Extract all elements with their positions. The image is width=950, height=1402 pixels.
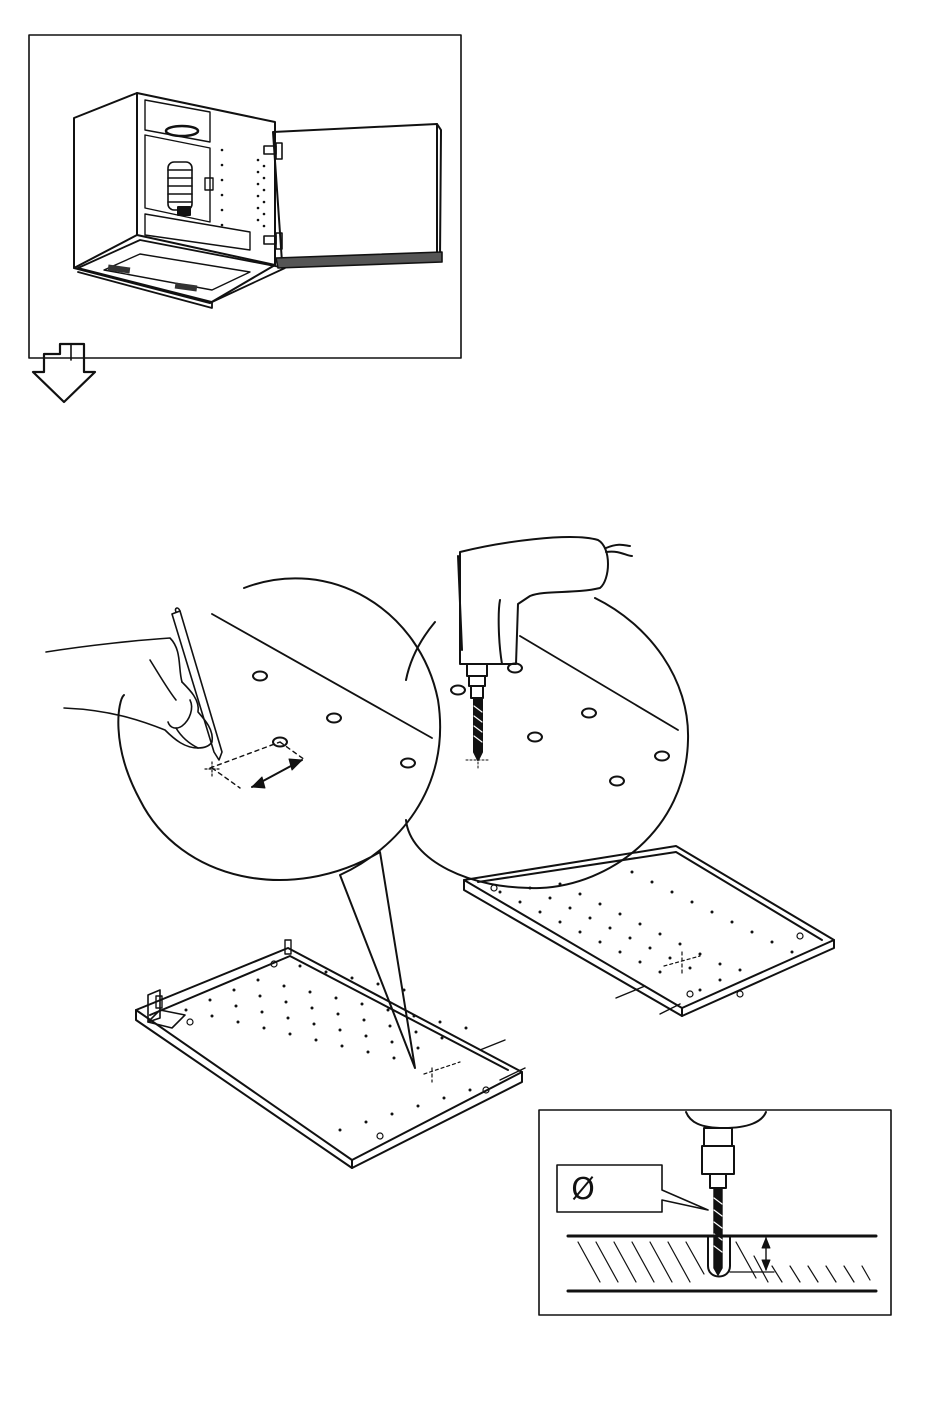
cabinet-with-door-icon [74, 93, 442, 308]
diameter-symbol-label: Ø [563, 1170, 603, 1210]
drill-depth-icon [557, 1112, 876, 1291]
reference-frame [29, 35, 461, 358]
power-drill-icon [458, 537, 632, 770]
next-step-arrow-icon [33, 344, 95, 402]
side-panel-icon-left [136, 940, 525, 1168]
hand-with-pencil-icon [46, 608, 222, 760]
drilling-magnifier [406, 598, 688, 888]
side-panel-icon-right [464, 846, 834, 1016]
marking-magnifier [118, 578, 440, 1068]
